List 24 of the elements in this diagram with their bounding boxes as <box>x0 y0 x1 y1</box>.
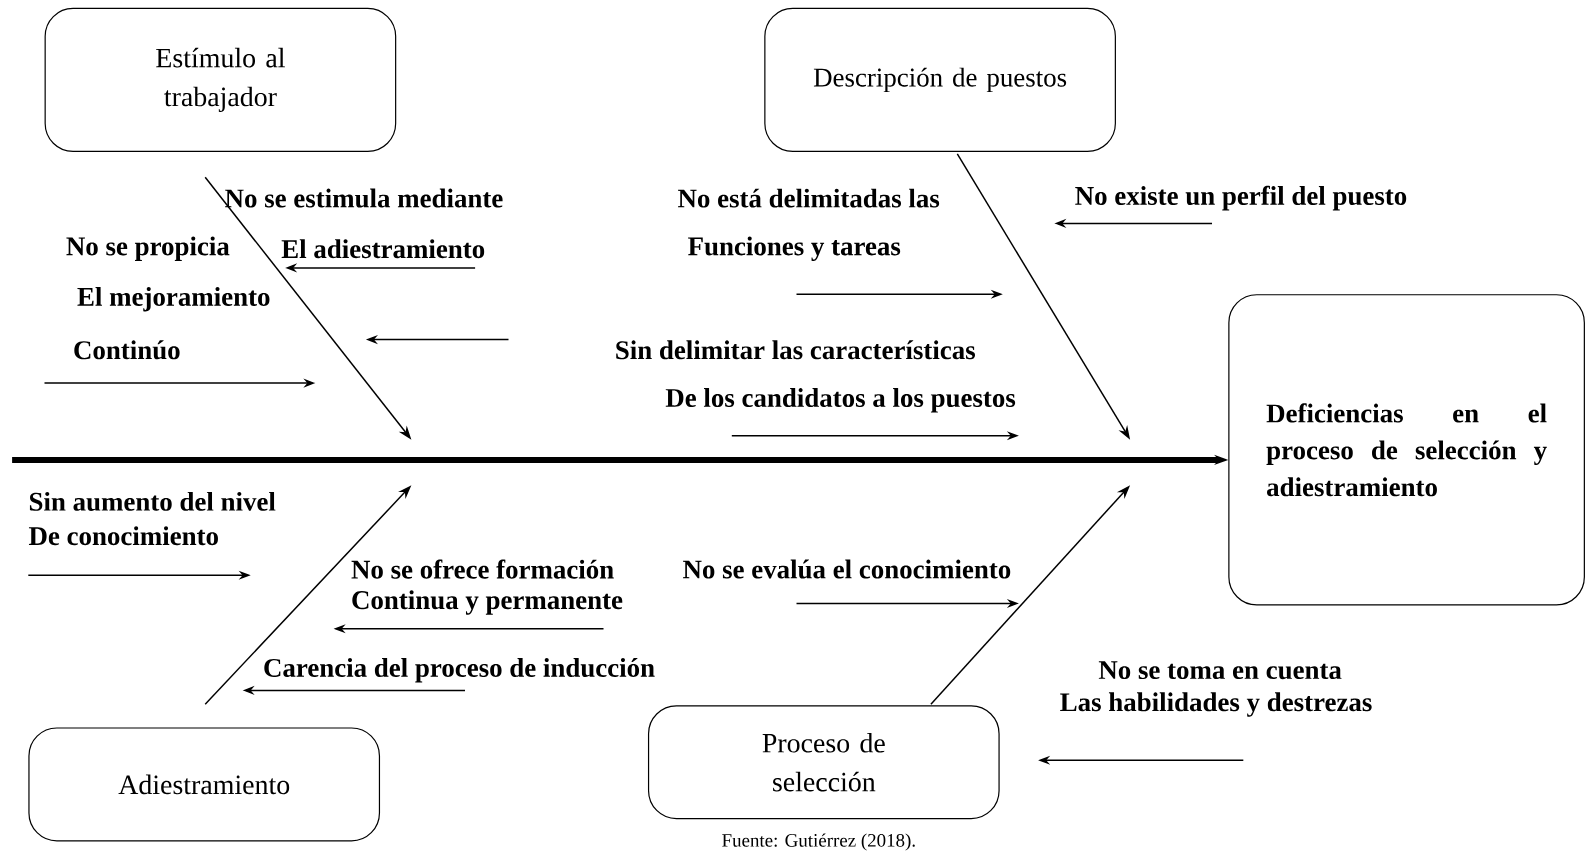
cause-label: No se toma en cuenta <box>1098 661 1342 680</box>
cause-label: No se evalúa el conocimiento <box>683 559 1011 579</box>
category-box: Adiestramiento <box>28 727 381 842</box>
effect-box: Deficiencias en el proceso de selección y adiestramiento <box>1228 294 1585 606</box>
category-box: Descripción de puestos <box>764 7 1116 152</box>
cause-label: No se ofrece formación <box>351 559 614 579</box>
cause-label: Sin aumento del nivel <box>29 491 276 511</box>
cause-label: De los candidatos a los puestos <box>665 388 1016 413</box>
cause-label: El mejoramiento <box>77 287 270 312</box>
cause-label: No se estimula mediante <box>225 188 503 208</box>
category-box: Proceso de selección <box>647 705 1000 820</box>
cause-label: Carencia del proceso de inducción <box>264 658 655 683</box>
caption: Fuente: Gutiérrez (2018). <box>722 833 915 851</box>
cause-label: No está delimitadas las <box>678 188 940 208</box>
cause-label: Las habilidades y destrezas <box>1060 692 1372 717</box>
cause-label: El adiestramiento <box>281 239 485 259</box>
cause-label: Sin delimitar las características <box>616 340 975 360</box>
cause-label: Continúo <box>74 340 180 360</box>
cause-label: No existe un perfil del puesto <box>1075 185 1407 211</box>
cause-label: De conocimiento <box>28 526 218 546</box>
cause-label: Funciones y tareas <box>688 236 901 261</box>
category-box: Estímulo al trabajador <box>44 7 397 152</box>
cause-label: No se propicia <box>66 236 230 261</box>
cause-label: Continua y permanente <box>352 590 623 615</box>
